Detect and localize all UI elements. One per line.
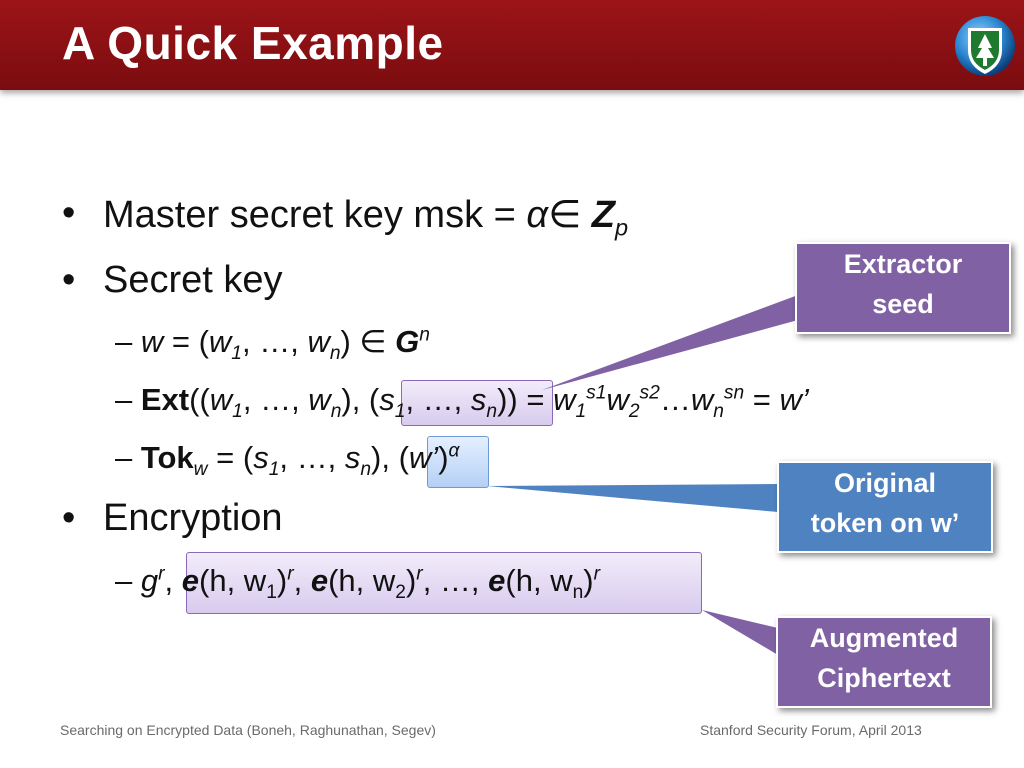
bullet-dot: •: [62, 497, 76, 539]
title-bar: A Quick Example: [0, 0, 1024, 90]
sub-bullet-ext: – Ext((w1, …, wn), (s1, …, sn)) = w1s1w2…: [115, 382, 809, 423]
sub-bullet-tok: – Tokw = (s1, …, sn), (w’)α: [115, 440, 460, 481]
extractor-pointer: [542, 295, 798, 390]
msk-element-of: ∈: [548, 194, 592, 236]
ciphertext-highlight: [186, 552, 702, 614]
sub-bullet-ciphertext: – gr, e(h, w1)r, e(h, w2)r, …, e(h, wn)r: [115, 563, 601, 604]
bullet-dot: •: [62, 259, 76, 301]
footer-right: Stanford Security Forum, April 2013: [700, 722, 922, 738]
msk-Z: Z: [591, 194, 615, 236]
sub-bullet-w: – w = (w1, …, wn) ∈ Gn: [115, 324, 430, 365]
secret-key-text: Secret key: [103, 259, 283, 301]
encryption-text: Encryption: [103, 497, 283, 539]
msk-text: Master secret key msk =: [103, 194, 527, 236]
callout-original-line1: Original: [833, 468, 936, 498]
footer-left: Searching on Encrypted Data (Boneh, Ragh…: [60, 722, 436, 738]
stanford-tree-logo-icon: [955, 16, 1015, 76]
augmented-pointer: [702, 610, 778, 655]
callout-augmented-line2: Ciphertext: [817, 663, 951, 693]
callout-augmented-ciphertext: Augmented Ciphertext: [776, 616, 992, 708]
callout-extractor-seed: Extractor seed: [795, 242, 1011, 334]
original-pointer: [487, 484, 778, 512]
bullet-dot: •: [62, 192, 76, 234]
msk-p: p: [614, 214, 629, 241]
seed-highlight: [401, 380, 553, 426]
callout-extractor-line2: seed: [872, 289, 934, 319]
slide-title: A Quick Example: [62, 17, 444, 69]
msk-alpha: α: [526, 194, 549, 236]
callout-original-token: Original token on w’: [777, 461, 993, 553]
callout-extractor-line1: Extractor: [843, 249, 963, 279]
callout-original-line2: token on w’: [810, 508, 960, 538]
token-highlight: [427, 436, 489, 488]
callout-augmented-line1: Augmented: [809, 623, 959, 653]
